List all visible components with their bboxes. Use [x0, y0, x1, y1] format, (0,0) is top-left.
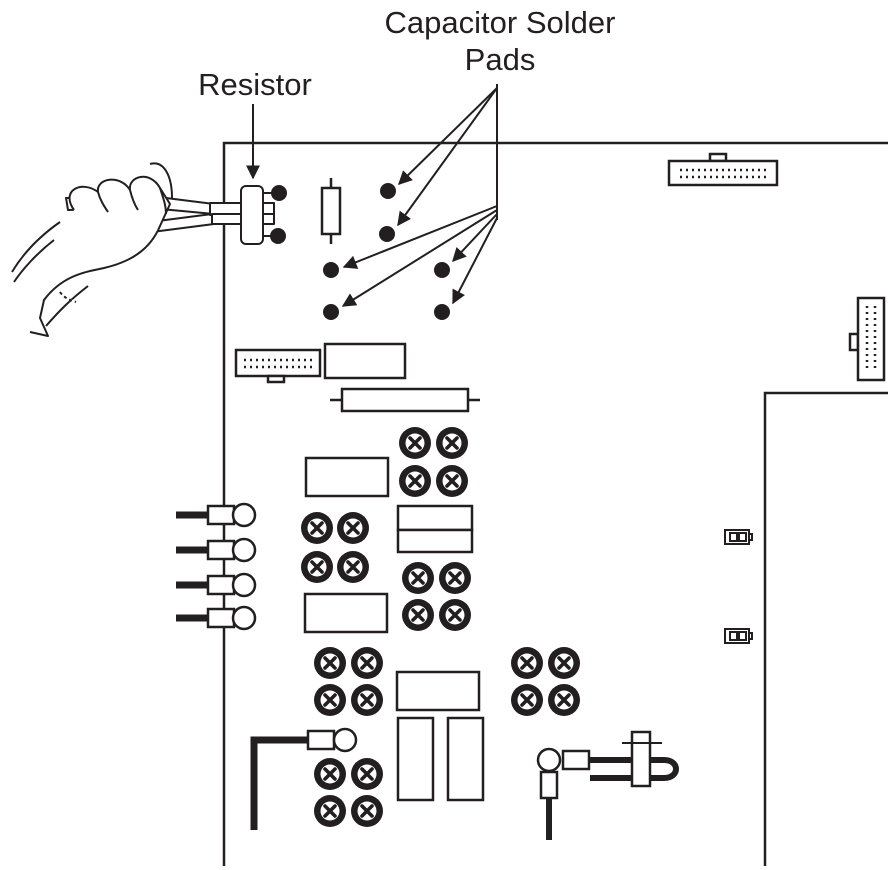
hand-holding-pliers-icon [11, 162, 278, 337]
cable-clip [536, 730, 679, 840]
capacitor-label-line1: Capacitor Solder [384, 5, 616, 40]
capacitor-solder-pads [323, 183, 450, 320]
callout-arrows [246, 84, 498, 307]
resistor-label: Resistor [198, 67, 312, 102]
solder-pad [434, 304, 450, 320]
solder-pad [379, 226, 395, 242]
top-ribbon-connector [667, 152, 779, 187]
ground-wire [250, 727, 358, 830]
wire-lugs [176, 504, 255, 629]
left-ribbon-connector [234, 348, 322, 384]
solder-pad [380, 183, 396, 199]
board-resistor [320, 178, 342, 244]
ic-chip [323, 342, 407, 380]
right-ribbon-connector [848, 296, 886, 382]
component-blocks [303, 456, 485, 802]
capacitor-solder-pads-label: Capacitor Solder Pads [350, 4, 650, 78]
capacitor-label-line2: Pads [464, 42, 536, 77]
solder-pad [323, 262, 339, 278]
solder-pad [434, 262, 450, 278]
solder-pad [323, 304, 339, 320]
long-component [330, 387, 480, 413]
small-connectors [724, 529, 753, 644]
